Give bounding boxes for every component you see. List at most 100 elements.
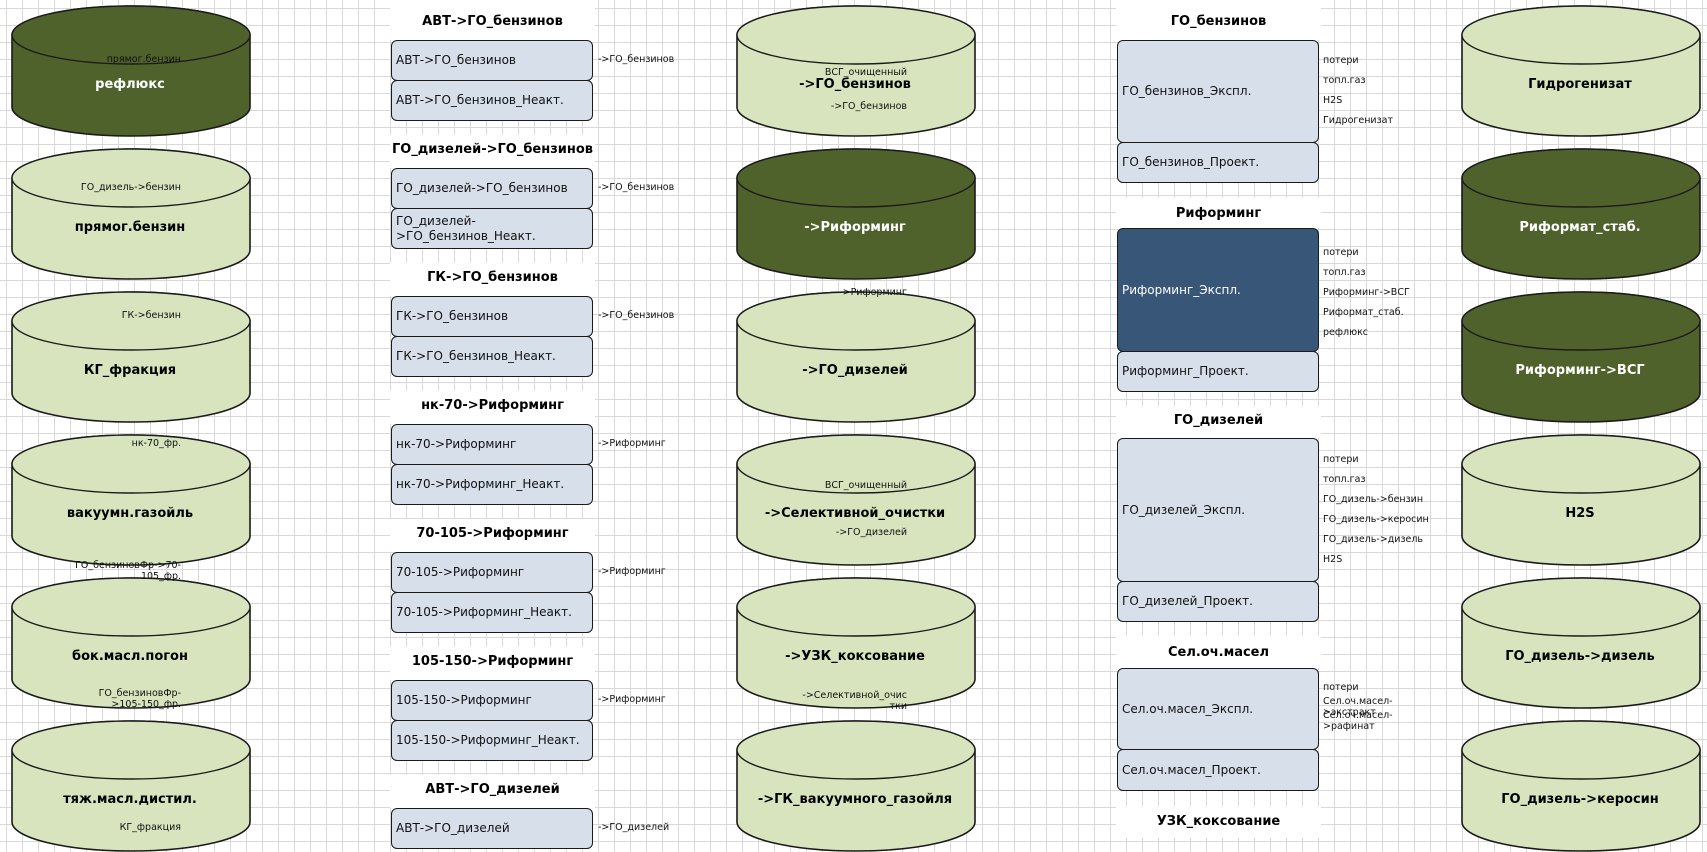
output-stream-label[interactable]: Сел.оч.масел->экстракт — [1323, 696, 1393, 718]
output-stream-label[interactable]: Риформат_стаб. — [1323, 307, 1404, 318]
tank-label: ГО_дизель->дизель — [1505, 649, 1655, 664]
mode-inactive-box[interactable]: ГК->ГО_бензинов_Неакт. — [391, 336, 593, 377]
title-band — [1116, 0, 1321, 40]
output-stream-label[interactable]: ->ГО_бензинов — [598, 54, 675, 65]
output-stream-label[interactable]: Гидрогенизат — [1323, 115, 1394, 126]
output-stream-label[interactable]: потери — [1323, 55, 1359, 66]
output-stream-label[interactable]: потери — [1323, 247, 1359, 258]
feedstock-tank[interactable]: КГ_фракция — [11, 291, 251, 423]
mode-operational-box[interactable]: Риформинг_Экспл. — [1117, 228, 1319, 352]
product-tank[interactable]: Риформинг->ВСГ — [1461, 291, 1701, 423]
cylinder-top — [11, 5, 251, 65]
intermediate-tank[interactable]: ->Риформинг — [736, 148, 976, 280]
output-stream-label[interactable]: Сел.оч.масел->рафинат — [1323, 710, 1393, 732]
product-tank[interactable]: ГО_дизель->дизель — [1461, 577, 1701, 709]
tank-label: ГО_дизель->керосин — [1501, 792, 1659, 807]
output-stream-label[interactable]: H2S — [1323, 95, 1343, 106]
input-stream-label[interactable]: ВСГ_очищенный — [824, 480, 907, 491]
input-stream-label[interactable]: ->Селективной_очистки — [802, 690, 907, 712]
mode-active-box[interactable]: 105-150->Риформинг — [391, 680, 593, 721]
output-stream-label[interactable]: рефлюкс — [1323, 327, 1369, 338]
tank-label: H2S — [1565, 506, 1595, 521]
input-stream-label[interactable]: нк-70_фр. — [131, 438, 181, 449]
mode-label: нк-70->Риформинг_Неакт. — [396, 477, 565, 491]
intermediate-tank[interactable]: ->ГО_дизелей — [736, 291, 976, 423]
output-stream-label[interactable]: потери — [1323, 454, 1359, 465]
title-band — [390, 0, 595, 40]
unit-title: Сел.оч.масел — [1167, 645, 1270, 660]
mode-inactive-box[interactable]: 70-105->Риформинг_Неакт. — [391, 592, 593, 633]
mode-active-box[interactable]: ГО_дизелей->ГО_бензинов — [391, 168, 593, 209]
output-stream-label[interactable]: ->ГО_бензинов — [598, 182, 675, 193]
output-stream-label[interactable]: ГО_дизель->керосин — [1323, 514, 1429, 525]
mode-operational-box[interactable]: ГО_бензинов_Экспл. — [1117, 40, 1319, 143]
output-stream-label[interactable]: ->Риформинг — [598, 566, 666, 577]
mode-active-box[interactable]: ГК->ГО_бензинов — [391, 296, 593, 337]
intermediate-tank[interactable]: ->УЗК_коксование — [736, 577, 976, 709]
intermediate-tank[interactable]: ->ГК_вакуумного_газойля — [736, 720, 976, 852]
mode-operational-box[interactable]: ГО_дизелей_Экспл. — [1117, 438, 1319, 582]
mode-label: ГК->ГО_бензинов — [396, 309, 509, 323]
product-tank[interactable]: Риформат_стаб. — [1461, 148, 1701, 280]
input-stream-label[interactable]: ->Риформинг — [839, 287, 907, 298]
mode-design-box[interactable]: Сел.оч.масел_Проект. — [1117, 749, 1319, 791]
input-stream-label[interactable]: ВСГ_очищенный — [824, 67, 907, 78]
mode-design-box[interactable]: ГО_дизелей_Проект. — [1117, 581, 1319, 622]
input-stream-label[interactable]: прямог.бензин — [106, 54, 181, 65]
output-stream-label[interactable]: ГО_дизель->дизель — [1323, 534, 1424, 545]
input-stream-label[interactable]: ->ГО_бензинов — [830, 101, 907, 112]
cylinder-shape — [736, 148, 976, 280]
title-band — [390, 391, 595, 424]
input-stream-label[interactable]: КГ_фракция — [119, 822, 181, 833]
feedstock-tank[interactable]: тяж.масл.дистил. — [11, 720, 251, 852]
tank-label: ->ГО_дизелей — [802, 363, 908, 378]
mode-active-box[interactable]: 70-105->Риформинг — [391, 552, 593, 593]
mode-design-box[interactable]: ГО_бензинов_Проект. — [1117, 142, 1319, 183]
output-stream-label[interactable]: ->ГО_дизелей — [598, 822, 670, 833]
mode-design-box[interactable]: Риформинг_Проект. — [1117, 351, 1319, 392]
output-stream-label[interactable]: топл.газ — [1323, 267, 1366, 278]
mode-operational-box[interactable]: Сел.оч.масел_Экспл. — [1117, 668, 1319, 750]
output-stream-label[interactable]: Риформинг->ВСГ — [1323, 287, 1410, 298]
product-tank[interactable]: ГО_дизель->керосин — [1461, 720, 1701, 852]
mode-inactive-box[interactable]: ГО_дизелей->ГО_бензинов_Неакт. — [391, 208, 593, 249]
output-stream-label[interactable]: ГО_дизель->бензин — [1323, 494, 1424, 505]
output-stream-label[interactable]: ->ГО_бензинов — [598, 310, 675, 321]
input-stream-label[interactable]: ->ГО_дизелей — [835, 527, 907, 538]
output-stream-label[interactable]: потери — [1323, 682, 1359, 693]
input-stream-label[interactable]: ГО_бензиновФр->70-105_фр. — [75, 560, 181, 582]
mode-inactive-box[interactable]: нк-70->Риформинг_Неакт. — [391, 464, 593, 505]
output-stream-label[interactable]: H2S — [1323, 554, 1343, 565]
input-stream-label[interactable]: ГО_бензиновФр->105-150_фр. — [98, 688, 181, 710]
output-stream-label[interactable]: ->Риформинг — [598, 694, 666, 705]
product-tank[interactable]: Гидрогенизат — [1461, 5, 1701, 137]
mode-active-box[interactable]: нк-70->Риформинг — [391, 424, 593, 465]
feedstock-tank[interactable]: бок.масл.погон — [11, 577, 251, 709]
input-stream-label[interactable]: ГК->бензин — [121, 310, 181, 321]
input-stream-label[interactable]: ГО_дизель->бензин — [80, 182, 181, 193]
output-stream-label[interactable]: топл.газ — [1323, 474, 1366, 485]
mode-active-box[interactable]: АВТ->ГО_бензинов — [391, 40, 593, 81]
mode-inactive-box[interactable]: 105-150->Риформинг_Неакт. — [391, 720, 593, 761]
feedstock-tank[interactable]: вакуумн.газойль — [11, 434, 251, 566]
product-tank[interactable]: H2S — [1461, 434, 1701, 566]
cylinder-top — [1461, 720, 1701, 780]
mode-label: 105-150->Риформинг_Неакт. — [396, 733, 580, 747]
feedstock-tank[interactable]: прямог.бензин — [11, 148, 251, 280]
intermediate-tank[interactable]: ->Селективной_очистки — [736, 434, 976, 566]
output-stream-label[interactable]: ->Риформинг — [598, 438, 666, 449]
tank-label: бок.масл.погон — [72, 649, 188, 664]
feedstock-tank[interactable]: рефлюкс — [11, 5, 251, 137]
unit-title: АВТ->ГО_бензинов — [422, 14, 563, 29]
tank-label: ->ГО_бензинов — [799, 77, 911, 92]
mode-label: Риформинг_Экспл. — [1122, 282, 1241, 297]
mode-label: ГО_дизелей_Экспл. — [1122, 502, 1246, 517]
mode-inactive-box[interactable]: АВТ->ГО_бензинов_Неакт. — [391, 80, 593, 121]
mode-label: 70-105->Риформинг_Неакт. — [396, 605, 572, 619]
output-stream-label[interactable]: топл.газ — [1323, 75, 1366, 86]
unit-title: 105-150->Риформинг — [411, 654, 574, 669]
mode-label: Сел.оч.масел_Проект. — [1122, 762, 1261, 777]
intermediate-tank[interactable]: ->ГО_бензинов — [736, 5, 976, 137]
unit-title: ГО_бензинов — [1170, 14, 1267, 29]
